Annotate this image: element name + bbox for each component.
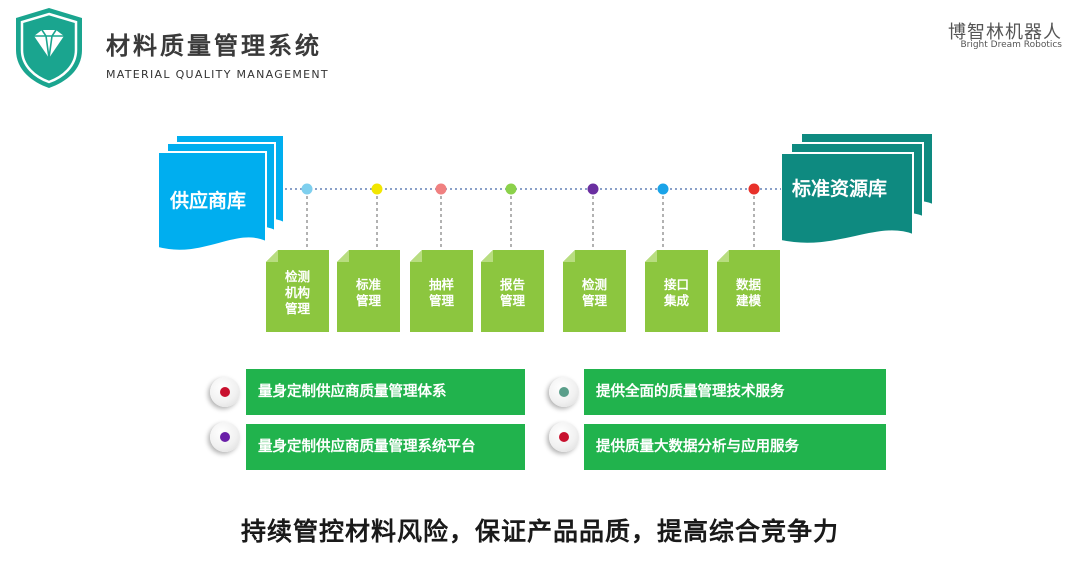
slogan: 持续管控材料风险，保证产品品质，提高综合竞争力	[240, 517, 839, 546]
step-label: 管理	[284, 301, 310, 316]
step-label: 抽样	[428, 277, 454, 292]
feature-bullet-2	[549, 377, 579, 407]
page-subtitle: MATERIAL QUALITY MANAGEMENT	[106, 68, 329, 81]
step-box-3: 抽样管理	[410, 250, 473, 332]
step-dot-6	[657, 183, 669, 195]
step-label: 管理	[428, 293, 454, 308]
step-label: 管理	[499, 293, 525, 308]
step-label: 管理	[581, 293, 607, 308]
step-label: 数据	[735, 277, 761, 292]
step-box-4: 报告管理	[481, 250, 544, 332]
feature-bullet-1	[210, 377, 240, 407]
step-label: 接口	[663, 277, 689, 292]
feature-bar-3: 量身定制供应商质量管理系统平台	[246, 424, 525, 470]
step-dot-5	[587, 183, 599, 195]
brand-name-en: Bright Dream Robotics	[960, 40, 1062, 50]
step-box-7: 数据建模	[717, 250, 780, 332]
brand-name: 博智林机器人	[948, 22, 1062, 43]
supplier-database-label: 供应商库	[170, 190, 247, 212]
supplier-doc-back	[175, 134, 285, 233]
step-dot-1	[301, 183, 313, 195]
step-dot-3	[435, 183, 447, 195]
step-label: 机构	[284, 285, 310, 300]
step-label: 检测	[581, 277, 607, 292]
step-dot-2	[371, 183, 383, 195]
step-label: 管理	[355, 293, 381, 308]
step-label: 集成	[663, 293, 689, 308]
step-dot-4	[505, 183, 517, 195]
feature-bar-1: 量身定制供应商质量管理体系	[246, 369, 525, 415]
step-box-1: 检测机构管理	[266, 250, 329, 332]
feature-bar-4: 提供质量大数据分析与应用服务	[584, 424, 886, 470]
step-label: 标准	[355, 277, 381, 292]
step-label: 建模	[735, 293, 761, 308]
feature-bar-2: 提供全面的质量管理技术服务	[584, 369, 886, 415]
shield-diamond-logo-icon	[16, 8, 82, 88]
step-label: 检测	[284, 269, 310, 284]
step-box-5: 检测管理	[563, 250, 626, 332]
page-title: 材料质量管理系统	[106, 32, 322, 60]
standard-resource-label: 标准资源库	[792, 178, 888, 200]
step-box-2: 标准管理	[337, 250, 400, 332]
feature-bullet-3	[210, 422, 240, 452]
step-dot-7	[748, 183, 760, 195]
step-label: 报告	[499, 277, 525, 292]
feature-bullet-4	[549, 422, 579, 452]
step-box-6: 接口集成	[645, 250, 708, 332]
